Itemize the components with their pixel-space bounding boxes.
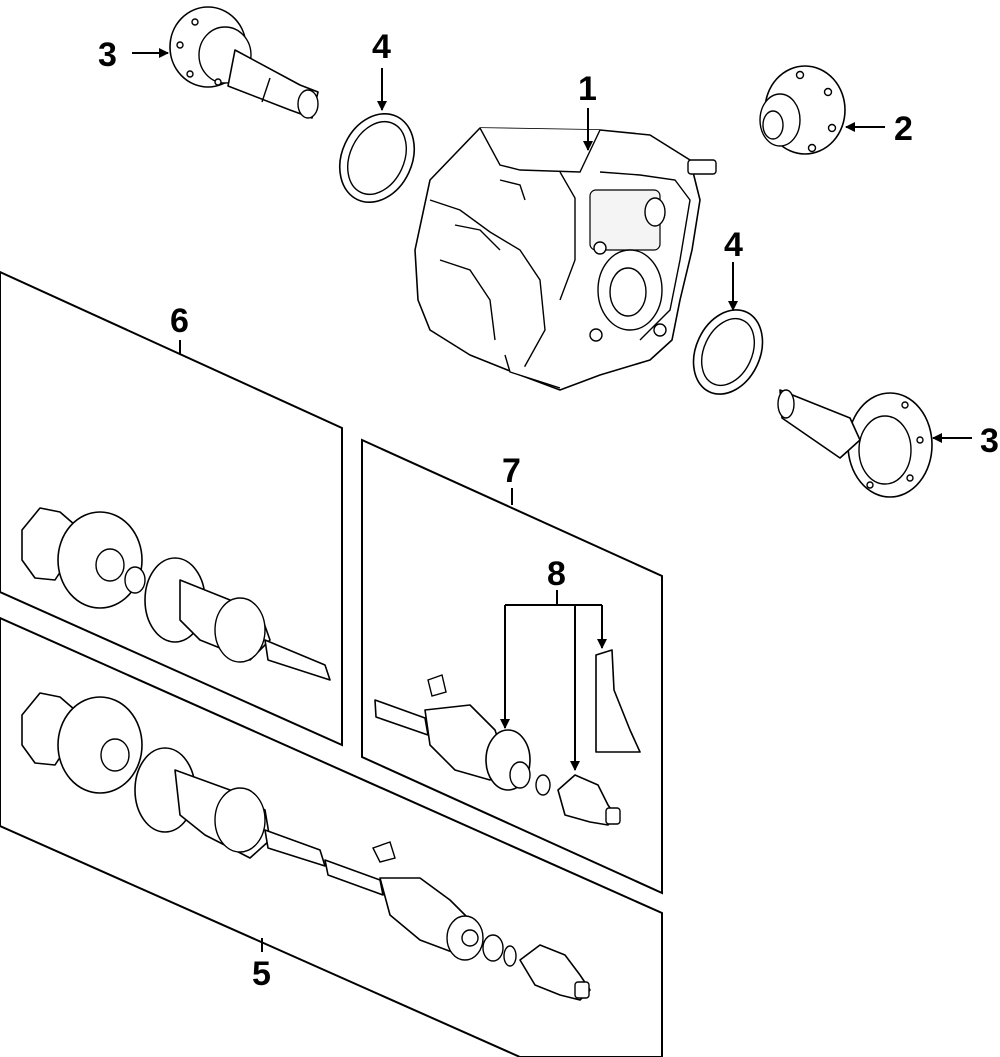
seal-ring-right bbox=[692, 309, 764, 395]
callout-4-right: 4 bbox=[724, 226, 743, 264]
callout-6: 6 bbox=[170, 302, 189, 340]
seal-ring-top bbox=[338, 112, 416, 204]
callout-2: 2 bbox=[894, 110, 913, 148]
stub-shaft-right bbox=[777, 389, 933, 498]
flange-part-2 bbox=[759, 65, 846, 155]
callout-8: 8 bbox=[547, 555, 566, 593]
panel-6-outline bbox=[0, 270, 343, 747]
stub-shaft-top bbox=[169, 6, 319, 119]
callout-4-top: 4 bbox=[372, 28, 391, 66]
cv-joint-kit-7 bbox=[374, 649, 641, 826]
callout-5: 5 bbox=[252, 955, 271, 993]
callout-3-right: 3 bbox=[980, 422, 999, 460]
cv-joint-assembly-6 bbox=[21, 507, 331, 681]
axle-shaft-assembly-5 bbox=[21, 692, 591, 1001]
callout-1: 1 bbox=[578, 70, 597, 108]
differential-housing bbox=[414, 127, 717, 391]
callout-3-top: 3 bbox=[98, 36, 117, 74]
callout-7: 7 bbox=[502, 452, 521, 490]
panel-5-outline bbox=[0, 616, 663, 1057]
leader-lines bbox=[132, 48, 972, 952]
panel-7-outline bbox=[361, 438, 663, 895]
